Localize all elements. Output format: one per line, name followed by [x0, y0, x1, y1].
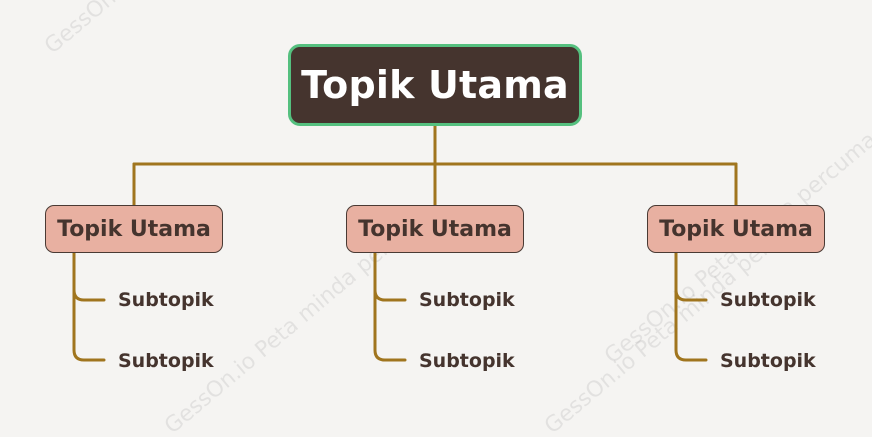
subtopic-node[interactable]: Subtopik: [720, 350, 816, 372]
sub-connector-center: [373, 251, 407, 362]
sub-connector-left: [72, 251, 106, 362]
sub-connector-right: [674, 251, 708, 362]
topic-label: Topik Utama: [57, 216, 211, 242]
subtopic-node[interactable]: Subtopik: [118, 350, 214, 372]
central-topic-label: Topik Utama: [301, 63, 569, 107]
topic-label: Topik Utama: [358, 216, 512, 242]
subtopic-node[interactable]: Subtopik: [118, 289, 214, 311]
topic-node-2[interactable]: Topik Utama: [346, 205, 524, 253]
subtopic-node[interactable]: Subtopik: [419, 350, 515, 372]
subtopic-node[interactable]: Subtopik: [419, 289, 515, 311]
topic-label: Topik Utama: [659, 216, 813, 242]
subtopic-node[interactable]: Subtopik: [720, 289, 816, 311]
central-topic-node[interactable]: Topik Utama: [288, 44, 582, 126]
topic-node-3[interactable]: Topik Utama: [647, 205, 825, 253]
topic-node-1[interactable]: Topik Utama: [45, 205, 223, 253]
